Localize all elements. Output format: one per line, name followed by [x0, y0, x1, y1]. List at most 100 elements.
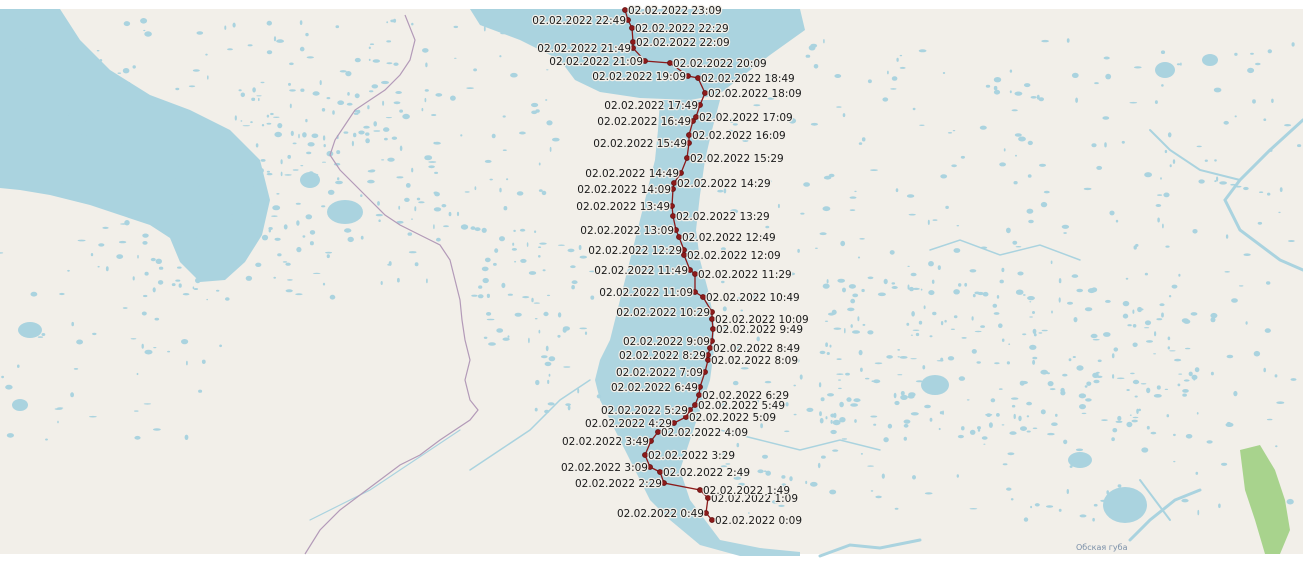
- lake: [249, 186, 257, 190]
- track-marker[interactable]: [690, 118, 696, 124]
- track-marker[interactable]: [705, 352, 711, 358]
- track-marker[interactable]: [667, 60, 673, 66]
- lake: [1284, 124, 1292, 127]
- track-marker[interactable]: [709, 316, 715, 322]
- lake: [1178, 273, 1181, 277]
- track-marker[interactable]: [684, 155, 690, 161]
- track-marker[interactable]: [669, 203, 675, 209]
- track-marker[interactable]: [648, 438, 654, 444]
- track-marker[interactable]: [685, 73, 691, 79]
- lake: [1006, 227, 1011, 234]
- lake: [1027, 140, 1033, 146]
- track-marker[interactable]: [678, 170, 684, 176]
- lake: [311, 133, 319, 139]
- lake: [1125, 277, 1129, 280]
- track-marker[interactable]: [697, 384, 703, 390]
- track-marker[interactable]: [671, 180, 677, 186]
- track-marker[interactable]: [705, 495, 711, 501]
- lake: [1173, 433, 1176, 437]
- track-marker[interactable]: [622, 7, 628, 13]
- track-marker[interactable]: [705, 357, 711, 363]
- track-marker[interactable]: [700, 294, 706, 300]
- track-marker[interactable]: [693, 114, 699, 120]
- track-marker[interactable]: [702, 90, 708, 96]
- track-marker[interactable]: [681, 252, 687, 258]
- track-marker[interactable]: [630, 45, 636, 51]
- track-marker[interactable]: [670, 213, 676, 219]
- lake: [1062, 373, 1068, 377]
- track-marker[interactable]: [681, 247, 687, 253]
- lake: [225, 297, 230, 301]
- lake: [1194, 367, 1200, 373]
- lake: [546, 120, 553, 126]
- lake: [551, 357, 555, 361]
- track-marker[interactable]: [642, 58, 648, 64]
- track-marker[interactable]: [687, 267, 693, 273]
- track-marker[interactable]: [707, 345, 713, 351]
- lake: [118, 240, 127, 244]
- track-marker[interactable]: [625, 17, 631, 23]
- lake: [510, 72, 518, 78]
- lake: [912, 107, 916, 111]
- lake: [1183, 379, 1190, 382]
- lake: [1001, 424, 1005, 426]
- track-marker[interactable]: [676, 234, 682, 240]
- lake: [778, 504, 785, 507]
- lake: [287, 154, 292, 159]
- lake: [422, 48, 429, 53]
- lake: [271, 215, 278, 217]
- track-marker[interactable]: [647, 464, 653, 470]
- track-marker[interactable]: [710, 326, 716, 332]
- lake: [1, 375, 5, 379]
- track-marker[interactable]: [642, 452, 648, 458]
- lake: [829, 489, 837, 495]
- track-marker[interactable]: [709, 309, 715, 315]
- track-marker[interactable]: [683, 414, 689, 420]
- track-marker[interactable]: [697, 102, 703, 108]
- track-marker[interactable]: [692, 271, 698, 277]
- lake: [1243, 186, 1249, 191]
- lake: [1275, 445, 1278, 448]
- track-marker[interactable]: [686, 132, 692, 138]
- track-marker[interactable]: [695, 75, 701, 81]
- lake: [910, 358, 917, 360]
- lake: [268, 228, 271, 233]
- lake: [1257, 221, 1263, 225]
- track-marker[interactable]: [692, 289, 698, 295]
- lake: [1104, 142, 1107, 148]
- lake: [886, 355, 893, 359]
- lake: [1058, 508, 1062, 512]
- track-marker[interactable]: [692, 402, 698, 408]
- track-marker[interactable]: [670, 186, 676, 192]
- lake: [891, 282, 896, 285]
- track-marker[interactable]: [673, 227, 679, 233]
- track-marker[interactable]: [655, 429, 661, 435]
- track-marker[interactable]: [630, 39, 636, 45]
- track-marker[interactable]: [696, 392, 702, 398]
- track-marker[interactable]: [657, 469, 663, 475]
- track-marker[interactable]: [709, 517, 715, 523]
- track-marker[interactable]: [703, 510, 709, 516]
- track-marker[interactable]: [697, 487, 703, 493]
- track-marker[interactable]: [661, 480, 667, 486]
- lake: [182, 293, 190, 296]
- lake: [408, 251, 417, 254]
- bay-water: [470, 9, 805, 100]
- lake: [1023, 83, 1031, 88]
- lake: [1094, 82, 1099, 85]
- track-marker[interactable]: [687, 407, 693, 413]
- lake: [1066, 489, 1070, 494]
- track-marker[interactable]: [709, 338, 715, 344]
- track-marker[interactable]: [629, 25, 635, 31]
- track-marker[interactable]: [671, 420, 677, 426]
- track-marker[interactable]: [686, 140, 692, 146]
- track-marker[interactable]: [702, 369, 708, 375]
- track-label: 02.02.2022 6:29: [702, 390, 789, 402]
- lake: [73, 368, 79, 370]
- lake: [983, 443, 986, 445]
- lake: [136, 372, 139, 376]
- lake: [144, 271, 149, 276]
- lake: [906, 322, 910, 326]
